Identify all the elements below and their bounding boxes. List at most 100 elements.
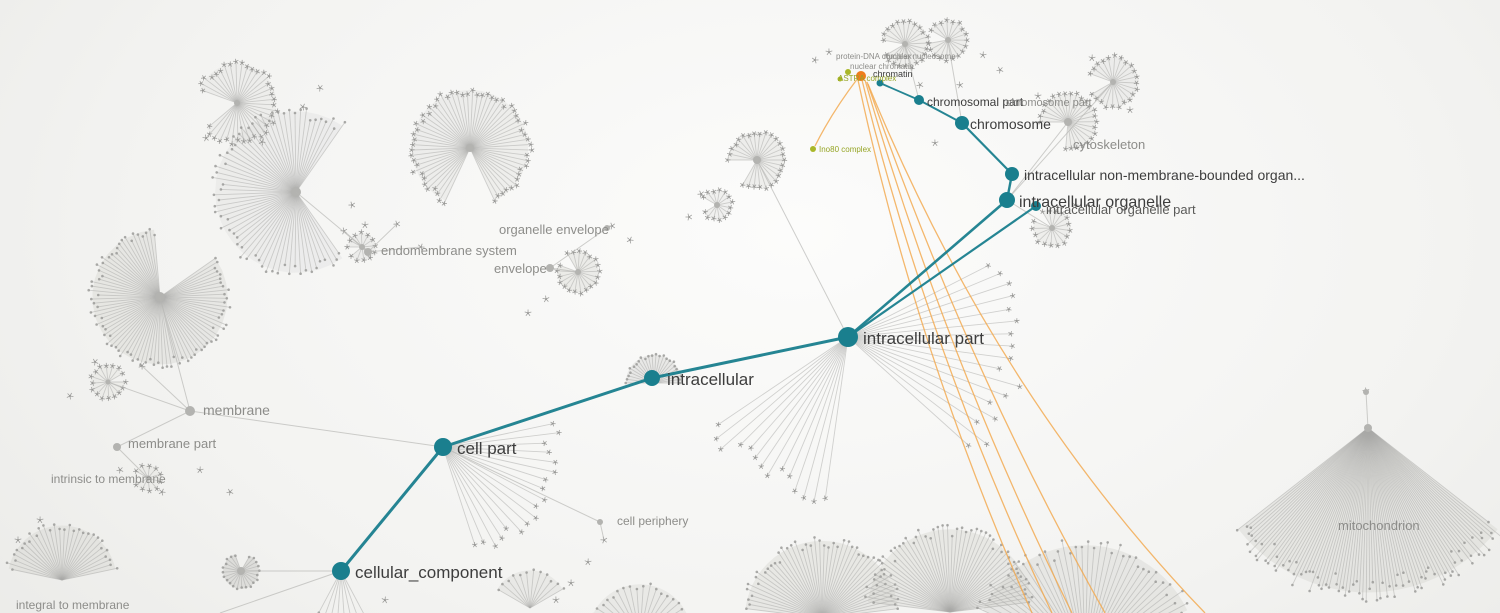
fan-ray: [1067, 121, 1096, 135]
graph-node-chromatin[interactable]: [876, 79, 884, 87]
leaf-node: [505, 527, 508, 530]
highlight-edge: [918, 99, 963, 124]
leaf-node: [271, 111, 274, 114]
fan-ray: [717, 336, 849, 425]
fan-ray: [1057, 551, 1075, 613]
leaf-node: [438, 199, 441, 202]
graph-node-ino80[interactable]: [810, 146, 816, 152]
hub-node[interactable]: [714, 202, 720, 208]
hub-node[interactable]: [364, 248, 372, 256]
fan-ray: [209, 102, 238, 127]
hub-node[interactable]: [234, 100, 240, 106]
hub-node[interactable]: [902, 41, 908, 47]
leaf-node: [650, 354, 654, 357]
fan-ray: [896, 21, 906, 45]
fan-ray: [886, 43, 906, 56]
leaf-node: [366, 234, 369, 237]
leaf-node: [812, 500, 815, 503]
leaf-node: [516, 178, 519, 181]
graph-node-green2[interactable]: [837, 76, 843, 82]
hub-node[interactable]: [185, 406, 195, 416]
hub-node[interactable]: [546, 264, 554, 272]
leaf-node: [1247, 532, 1251, 535]
fan-ray: [469, 120, 519, 149]
hub-node[interactable]: [113, 443, 121, 451]
leaf-node: [517, 119, 520, 122]
hub-node[interactable]: [945, 37, 951, 43]
graph-node-chrompart[interactable]: [914, 95, 924, 105]
leaf-node: [1371, 580, 1375, 584]
leaf-node: [1471, 536, 1474, 539]
fan-ray: [469, 105, 513, 149]
leaf-node: [159, 480, 162, 483]
leaf-node: [1334, 572, 1337, 575]
hub-node[interactable]: [597, 519, 603, 525]
leaf-node: [998, 272, 1001, 275]
graph-node-intrapart[interactable]: [838, 327, 858, 347]
graph-node-green1[interactable]: [845, 69, 851, 75]
leaf-node: [1056, 244, 1059, 247]
leaf-node: [1460, 559, 1463, 562]
leaf-node: [308, 119, 312, 122]
leaf-node: [482, 541, 485, 544]
graph-node-intracell[interactable]: [644, 370, 660, 386]
leaf-node: [212, 193, 216, 197]
leaf-node: [5, 561, 9, 565]
fan-ray: [102, 275, 161, 298]
fan-ray: [748, 159, 758, 187]
leaf-node: [1043, 103, 1046, 106]
leaf-node: [832, 541, 835, 545]
graph-node-orgpart[interactable]: [1031, 201, 1041, 211]
leaf-node: [527, 312, 529, 314]
graph-node-nucleosome_hot[interactable]: [856, 71, 866, 81]
graph-node-chromosome[interactable]: [955, 116, 969, 130]
hub-node[interactable]: [1363, 389, 1369, 395]
leaf-node: [220, 313, 224, 316]
leaf-node: [414, 122, 417, 125]
fan-ray: [1126, 581, 1157, 613]
fan-ray: [519, 574, 531, 609]
leaf-node: [230, 143, 233, 146]
fan-ray: [1367, 427, 1436, 575]
hub-node[interactable]: [466, 144, 474, 152]
fan-ray: [159, 296, 225, 303]
leaf-node: [1069, 92, 1072, 95]
leaf-node: [549, 579, 553, 583]
leaf-node: [864, 595, 867, 598]
fan-ray: [159, 296, 172, 367]
graph-node-cellpart[interactable]: [434, 438, 452, 456]
fan-ray: [825, 557, 875, 613]
graph-node-organelle[interactable]: [999, 192, 1015, 208]
leaf-node: [428, 112, 431, 115]
leaf-node: [1450, 550, 1453, 553]
fan-ray: [159, 296, 220, 318]
fan-ray: [577, 271, 597, 284]
leaf-node: [332, 127, 336, 130]
fan-ray: [22, 547, 63, 581]
leaf-node: [934, 142, 936, 144]
leaf-node: [770, 184, 773, 187]
fan-ray: [235, 61, 238, 104]
graph-node-cc[interactable]: [332, 562, 350, 580]
leaf-node: [1147, 570, 1151, 573]
leaf-node: [985, 443, 988, 446]
leaf-node: [1060, 539, 1064, 542]
leaf-node: [216, 334, 220, 337]
fan-ray: [577, 258, 597, 273]
fan-ray: [240, 191, 297, 258]
fan-ray: [756, 138, 777, 161]
fan-ray: [1114, 568, 1144, 613]
fan-ray: [159, 296, 197, 350]
fan-ray: [121, 239, 161, 298]
hub-node[interactable]: [604, 225, 610, 231]
leaf-node: [1416, 586, 1419, 589]
leaf-node: [302, 106, 304, 108]
leaf-node: [902, 20, 905, 23]
graph-node-nmb[interactable]: [1005, 167, 1019, 181]
fan-ray: [1309, 427, 1369, 592]
fan-ray: [1112, 57, 1122, 83]
leaf-node: [921, 31, 924, 34]
fan-ray: [295, 109, 302, 193]
